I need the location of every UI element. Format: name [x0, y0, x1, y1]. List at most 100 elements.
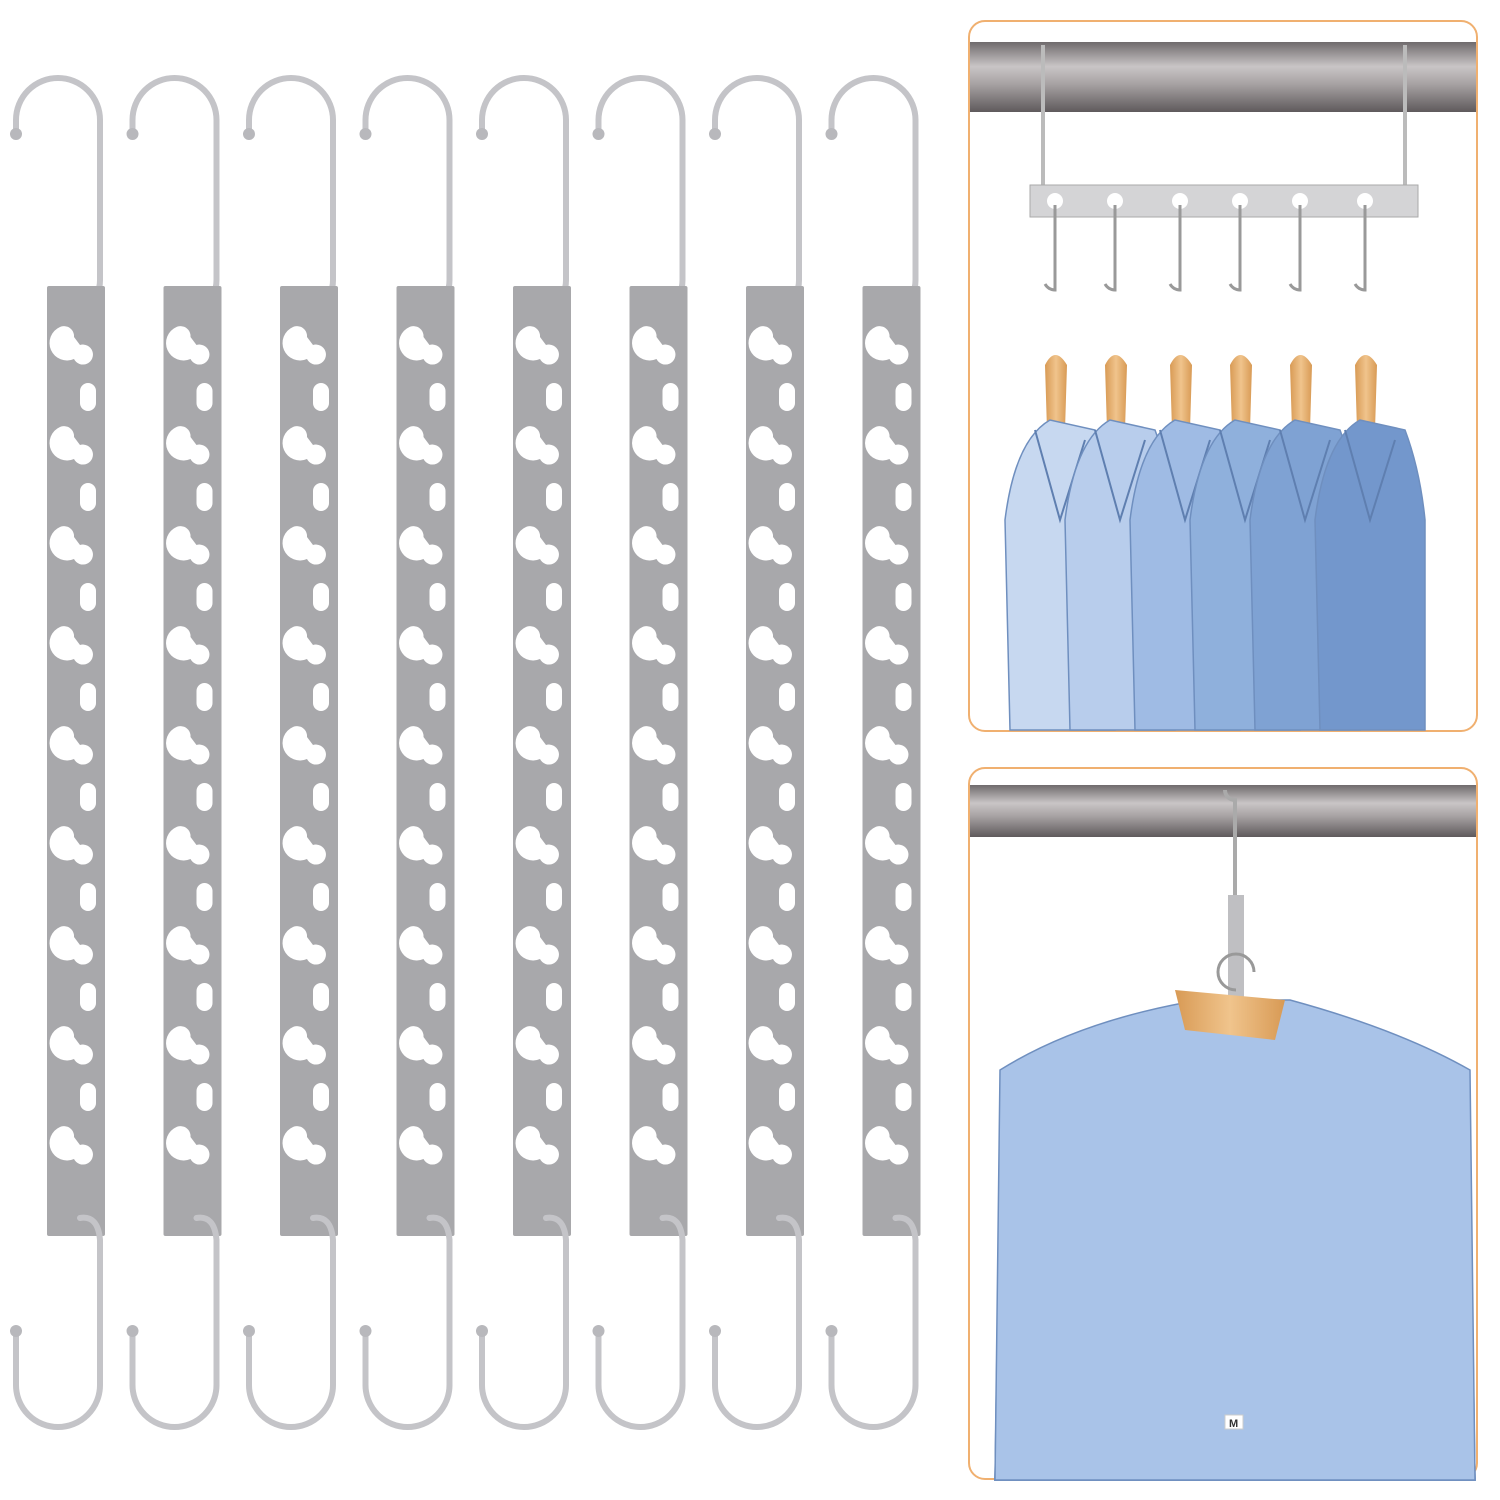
wooden-hanger [1175, 990, 1285, 1040]
hook-ball [476, 128, 488, 140]
hanger-slot [196, 883, 213, 911]
hanger-hole [166, 426, 210, 465]
hanger [825, 75, 921, 1430]
hanger-hole [399, 1126, 443, 1165]
hanger-slot [196, 383, 213, 411]
wooden-hanger [1290, 355, 1312, 430]
hanger-hole [632, 826, 676, 865]
hook-ball [825, 128, 838, 140]
wooden-hanger [1230, 355, 1252, 430]
hanger-hole [49, 726, 93, 765]
hanger-hook [1043, 205, 1057, 292]
shirt-collar [1094, 429, 1146, 524]
hanger-hole [865, 326, 909, 365]
shirt [994, 999, 1476, 1481]
hanger-hole [515, 926, 559, 965]
hook-ball [243, 128, 255, 140]
hanger-slot [895, 983, 912, 1011]
hanger-hole [282, 826, 326, 865]
hanger-hole [632, 326, 676, 365]
hanger-slot [779, 383, 795, 411]
hanger-hole [632, 1026, 676, 1065]
hanger-slot [313, 983, 329, 1011]
hanger-slot [546, 983, 562, 1011]
hanger-slot [779, 783, 795, 811]
hanger-slot [80, 783, 96, 811]
organizer-hole [1172, 193, 1188, 209]
hanger-hole [748, 826, 792, 865]
shirt-tag-label: M [1229, 1418, 1238, 1430]
hanger-hook [1288, 205, 1302, 292]
hanger-slot [546, 483, 562, 511]
hanger-hole [865, 826, 909, 865]
bottom-hook [13, 1214, 103, 1430]
hanger-hole [515, 1126, 559, 1165]
hanger-slot [80, 883, 96, 911]
hanger-slot [546, 383, 562, 411]
hanger-slot [895, 483, 912, 511]
hook-ball [592, 1325, 605, 1337]
top-hook [129, 75, 220, 303]
hook-ball [10, 1325, 22, 1337]
hanger-hole [515, 826, 559, 865]
shirt [1314, 419, 1426, 731]
hanger-hole [632, 626, 676, 665]
hanger-hole [49, 526, 93, 565]
top-hook [246, 75, 336, 303]
hanger-hole [282, 926, 326, 965]
hanger-hole [166, 726, 210, 765]
hook-ball [359, 128, 372, 140]
hanger-slot [895, 683, 912, 711]
hanger-hole [399, 626, 443, 665]
shirt-collar [1279, 429, 1331, 524]
bottom-hook [479, 1214, 569, 1430]
hanger-hole [632, 926, 676, 965]
hanger-hole [748, 1026, 792, 1065]
hanger-hole [399, 426, 443, 465]
closet-rod [970, 42, 1476, 112]
hanger-hole [399, 726, 443, 765]
hanger-hole [166, 1126, 210, 1165]
hanger-hole [282, 726, 326, 765]
hanger-slot [662, 383, 679, 411]
hanger-slot [779, 883, 795, 911]
hanger-slot [546, 883, 562, 911]
hanger-slot [429, 483, 446, 511]
hanger-slot [662, 1083, 679, 1111]
hanger-hole [282, 526, 326, 565]
hanger-hole [166, 626, 210, 665]
hanger-slot [662, 483, 679, 511]
hanger-slot [895, 883, 912, 911]
hook-ball [126, 1325, 139, 1337]
organizer-hole [1107, 193, 1123, 209]
hanger-hole [49, 826, 93, 865]
hanger-slot [895, 583, 912, 611]
wooden-hanger [1045, 355, 1067, 430]
hanger-hole [865, 1126, 909, 1165]
organizer-hole [1232, 193, 1248, 209]
organizer-hole [1292, 193, 1308, 209]
hanger-hole [632, 1126, 676, 1165]
hanger-hole [632, 726, 676, 765]
bottom-hook [246, 1214, 336, 1430]
hanger-slot [895, 383, 912, 411]
top-hook [362, 75, 453, 303]
hanger-hole [865, 626, 909, 665]
hanger-hole [399, 326, 443, 365]
hanger-slot [196, 983, 213, 1011]
hanger-hole [399, 926, 443, 965]
hanger-slot [779, 683, 795, 711]
hanger-hole [865, 926, 909, 965]
hanger-hole [166, 1026, 210, 1065]
hanger-slot [546, 1083, 562, 1111]
hanger-slot [429, 883, 446, 911]
hanger-hole [748, 626, 792, 665]
hanger-slot [662, 883, 679, 911]
hook-ball [476, 1325, 488, 1337]
hanger [243, 75, 338, 1430]
hook-ball [126, 128, 139, 140]
hanger-slot [662, 583, 679, 611]
organizer-bar [1029, 184, 1419, 218]
hanger-hole [49, 1126, 93, 1165]
